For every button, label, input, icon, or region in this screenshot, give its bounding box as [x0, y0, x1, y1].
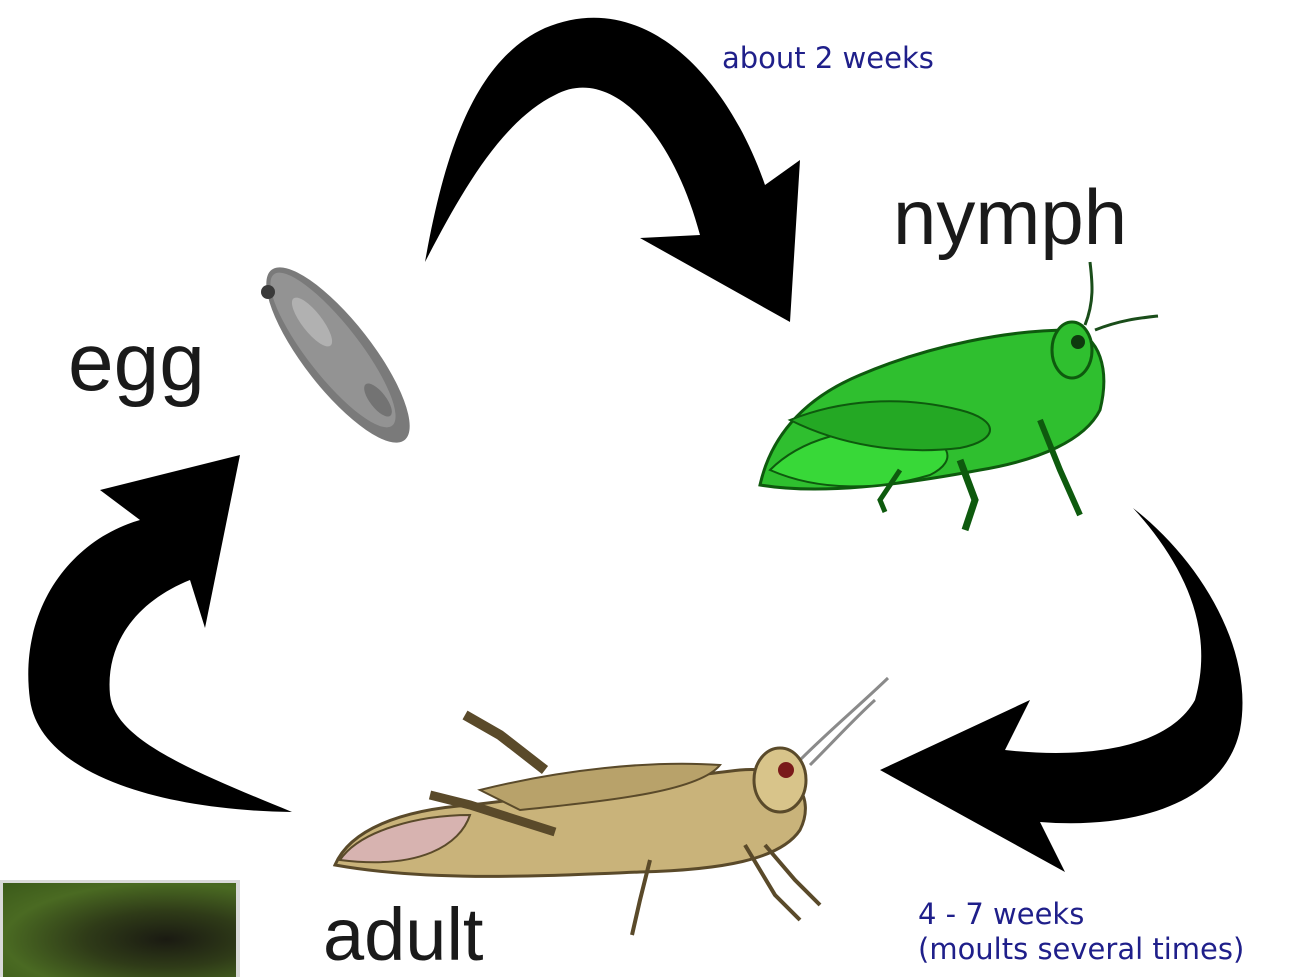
- nymph-image: [760, 262, 1158, 530]
- arrow-nymph-to-adult: [880, 508, 1242, 872]
- duration-egg-to-nymph: about 2 weeks: [722, 42, 934, 75]
- duration-note-moults: (moults several times): [918, 933, 1244, 966]
- nymph-label: nymph: [893, 178, 1127, 256]
- duration-nymph-to-adult: 4 - 7 weeks: [918, 898, 1084, 931]
- adult-label: adult: [323, 898, 483, 972]
- egg-image: [245, 249, 432, 461]
- photo-thumbnail: [0, 880, 240, 977]
- egg-label: egg: [68, 322, 205, 404]
- arrow-adult-to-egg: [28, 455, 292, 812]
